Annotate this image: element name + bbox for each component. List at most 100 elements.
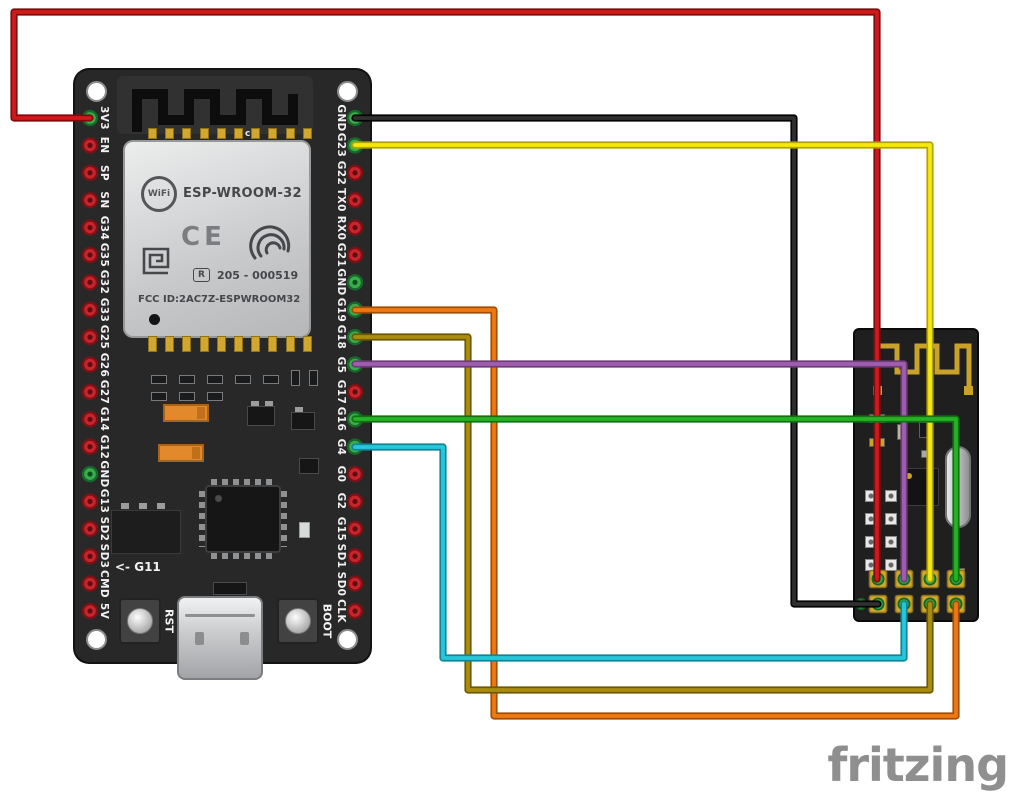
smd-transistor <box>291 412 315 430</box>
esp32-pin-GND-right[interactable] <box>346 274 364 291</box>
smd-component <box>263 375 279 384</box>
esp32-pin-SD2-left[interactable] <box>81 520 99 538</box>
smd-capacitor <box>158 444 204 462</box>
castellation-pad <box>165 128 175 139</box>
castellation-pad <box>182 128 192 139</box>
capacitor-band <box>192 447 200 459</box>
smd-component <box>207 375 223 384</box>
shield-dot <box>149 314 160 325</box>
esp32-pin-G34-left[interactable] <box>81 219 99 236</box>
esp32-pin-CMD-left[interactable] <box>81 575 99 592</box>
pcb-antenna-trace <box>117 76 313 134</box>
square-spiral-icon <box>142 247 170 275</box>
esp32-pin-G21-right[interactable] <box>346 246 364 264</box>
reset-button-cap[interactable] <box>127 608 153 634</box>
wires-layer <box>10 8 960 720</box>
esp32-pin-G12-left[interactable] <box>81 438 99 455</box>
esp32-pin-G32-left[interactable] <box>81 274 99 291</box>
certification-row: R 205 - 000519 <box>193 268 298 282</box>
chip-pins <box>211 479 275 485</box>
esp32-pin-SN-left[interactable] <box>81 191 99 209</box>
smd-component <box>213 582 247 595</box>
usb-dimple <box>240 632 249 645</box>
castellation-pad <box>216 128 226 139</box>
esp32-pin-G27-left[interactable] <box>81 383 99 401</box>
esp32-pin-G15-right[interactable] <box>346 520 364 538</box>
footprint-pad <box>885 536 897 548</box>
wire-olive[interactable] <box>351 333 934 694</box>
mounting-hole <box>86 629 107 650</box>
chip-pins <box>199 491 205 547</box>
mounting-hole <box>337 629 358 650</box>
esp32-pin-G17-right[interactable] <box>346 383 364 401</box>
smd-transistor <box>247 406 275 426</box>
esp32-pin-G22-right[interactable] <box>346 164 364 181</box>
esp32-pin-5V-left[interactable] <box>81 602 99 620</box>
wifi-logo-text: WiFi <box>147 189 171 199</box>
footprint-pad <box>885 490 897 502</box>
smd-component <box>207 392 223 401</box>
wifi-logo-icon: WiFi <box>141 176 177 212</box>
mounting-hole <box>86 81 107 102</box>
castellation-pad <box>268 128 278 139</box>
cert-number: 205 - 000519 <box>217 268 299 282</box>
esp32-pin-SD3-left[interactable] <box>81 548 99 565</box>
esp32-pin-G26-left[interactable] <box>81 356 99 373</box>
smd-component <box>309 370 318 386</box>
smd-capacitor <box>163 404 209 422</box>
esp32-pin-SD1-right[interactable] <box>346 548 364 565</box>
esp32-devkit-board[interactable]: c WiFi ESP-WROOM-32 CE R 205 - 000519 FC… <box>75 70 370 680</box>
chip-pins <box>211 553 275 559</box>
esp32-pin-CLK-right[interactable] <box>346 602 364 620</box>
castellation-pad <box>234 128 243 139</box>
wire-orange[interactable] <box>351 306 960 720</box>
esp32-pin-GND-left[interactable] <box>81 465 99 483</box>
esp32-pin-G0-right[interactable] <box>346 465 364 483</box>
esp32-pin-G14-left[interactable] <box>81 411 99 428</box>
wire-green[interactable] <box>351 415 960 583</box>
transistor-leg <box>295 407 303 413</box>
fritzing-watermark: fritzing <box>827 738 1009 792</box>
esp32-pin-SD0-right[interactable] <box>346 575 364 592</box>
esp32-pin-G35-left[interactable] <box>81 246 99 264</box>
castellation-pad <box>285 128 295 139</box>
regulator-leg <box>157 503 165 509</box>
castellation-pad <box>199 336 209 352</box>
smd-component <box>179 375 195 384</box>
flash-chip <box>205 485 281 553</box>
esp32-pin-EN-left[interactable] <box>81 137 99 154</box>
castellation-pad <box>216 336 226 352</box>
transistor-leg <box>251 401 259 407</box>
wire-cyan[interactable] <box>351 443 908 662</box>
pads-layer <box>81 109 966 620</box>
smd-component <box>179 392 195 401</box>
coil-logo-icon <box>249 225 291 260</box>
wire-yellow[interactable] <box>351 141 934 583</box>
smd-component <box>151 392 167 401</box>
esp32-pin-G13-left[interactable] <box>81 493 99 510</box>
reset-button[interactable] <box>119 598 161 644</box>
esp32-pin-G25-left[interactable] <box>81 328 99 346</box>
usb-seam <box>185 614 255 617</box>
module-model-text: ESP-WROOM-32 <box>183 186 302 201</box>
boot-button[interactable] <box>277 598 319 644</box>
castellation-pad <box>251 336 261 352</box>
voltage-regulator <box>111 510 181 554</box>
castellation-pad <box>302 128 312 139</box>
wire-red-power[interactable] <box>10 8 881 583</box>
wire-purple[interactable] <box>351 360 908 583</box>
smd-component <box>151 375 167 384</box>
regulator-leg <box>121 503 129 509</box>
micro-usb-connector <box>177 596 263 680</box>
ic-pin1-dot <box>906 473 912 479</box>
castellation-pad <box>148 336 157 352</box>
esp32-pin-G33-left[interactable] <box>81 301 99 318</box>
esp32-pin-TX0-right[interactable] <box>346 191 364 209</box>
esp32-pin-G2-right[interactable] <box>346 493 364 510</box>
silkscreen-g11-label: <- G11 <box>115 560 161 574</box>
transistor-leg <box>265 401 273 407</box>
esp32-pin-SP-left[interactable] <box>81 164 99 181</box>
boot-button-cap[interactable] <box>285 608 311 634</box>
esp32-pin-RX0-right[interactable] <box>346 219 364 236</box>
